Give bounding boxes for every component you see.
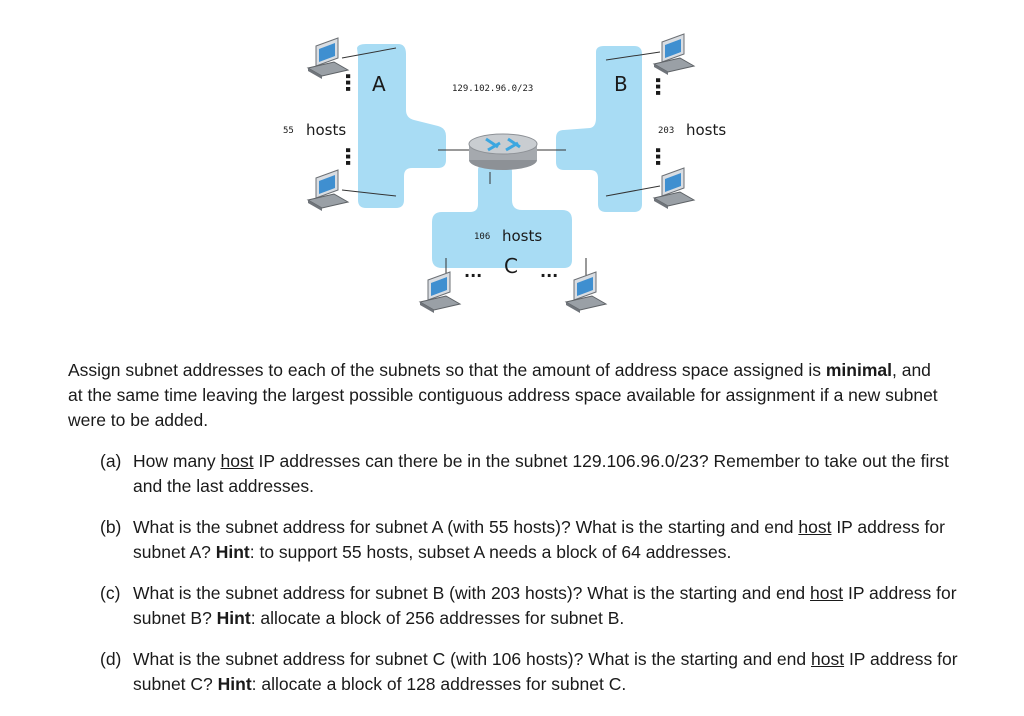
question-marker: (b) [100, 517, 122, 537]
subnet-b-label: B [614, 72, 628, 96]
hint-label: Hint [215, 542, 250, 562]
ellipsis-c-right: ... [540, 262, 559, 281]
question-text: What is the subnet address for subnet A … [133, 517, 799, 537]
question-text: IP addresses can there be in the subnet … [133, 451, 949, 496]
network-diagram-svg [307, 33, 695, 314]
subnet-a-count: 55 [283, 126, 294, 136]
router-icon [468, 133, 538, 170]
question-marker: (d) [100, 649, 122, 669]
question-list: (a) How many host IP addresses can there … [100, 449, 960, 713]
question-underline: host [798, 517, 832, 537]
intro-bold: minimal [825, 360, 892, 380]
hint-label: Hint [216, 608, 251, 628]
subnet-a-label: A [372, 72, 386, 96]
ellipsis-a-bottom: ... [340, 146, 365, 166]
question-marker: (a) [100, 451, 122, 471]
question-marker: (c) [100, 583, 121, 603]
computer-icon [419, 271, 461, 314]
subnet-block-label: 129.102.96.0/23 [452, 84, 534, 94]
subnet-c-hosts-word: hosts [502, 227, 543, 245]
subnet-b-hosts-word: hosts [686, 121, 727, 139]
subnet-b-count: 203 [658, 126, 675, 136]
subnet-b-region [556, 46, 642, 212]
hint-text: : allocate a block of 256 addresses for … [250, 608, 625, 628]
question-b: (b) What is the subnet address for subnet… [100, 515, 960, 565]
question-c: (c) What is the subnet address for subnet… [100, 581, 960, 631]
network-diagram: A ... 55 hosts ... 129.102.96.0/23 B ...… [0, 0, 1024, 330]
subnet-c-label: C [504, 254, 518, 278]
question-text: IP address for subnet C? [133, 649, 958, 694]
question-underline: host [220, 451, 254, 471]
link-lines [341, 47, 661, 276]
instructions-paragraph: Assign subnet addresses to each of the s… [68, 358, 948, 433]
subnet-c-region [432, 164, 572, 268]
question-text: What is the subnet address for subnet B … [133, 583, 811, 603]
subnet-a-hosts-word: hosts [306, 121, 347, 139]
subnet-c-count: 106 [474, 232, 491, 242]
question-text: IP address for subnet B? [133, 583, 957, 628]
ellipsis-b-top: ... [650, 76, 675, 96]
ellipsis-c-left: ... [464, 262, 483, 281]
ellipsis-b-bottom: ... [650, 146, 675, 166]
computer-icon [653, 167, 695, 210]
hint-label: Hint [217, 674, 252, 694]
intro-text: Assign subnet addresses to each of the s… [68, 360, 826, 380]
ellipsis-a-top: ... [340, 72, 365, 92]
question-d: (d) What is the subnet address for subnet… [100, 647, 960, 697]
question-a: (a) How many host IP addresses can there … [100, 449, 960, 499]
hint-text: : allocate a block of 128 addresses for … [251, 674, 627, 694]
hint-text: : to support 55 hosts, subset A needs a … [249, 542, 732, 562]
computer-icon [653, 33, 695, 76]
question-text: What is the subnet address for subnet C … [133, 649, 811, 669]
intro-text-end: , and at the same time leaving the large… [68, 360, 938, 430]
computer-icon [565, 271, 607, 314]
subnet-a-region [357, 44, 446, 208]
question-underline: host [811, 649, 845, 669]
question-text: How many [133, 451, 221, 471]
question-underline: host [810, 583, 844, 603]
question-text: IP address for subnet A? [133, 517, 945, 562]
